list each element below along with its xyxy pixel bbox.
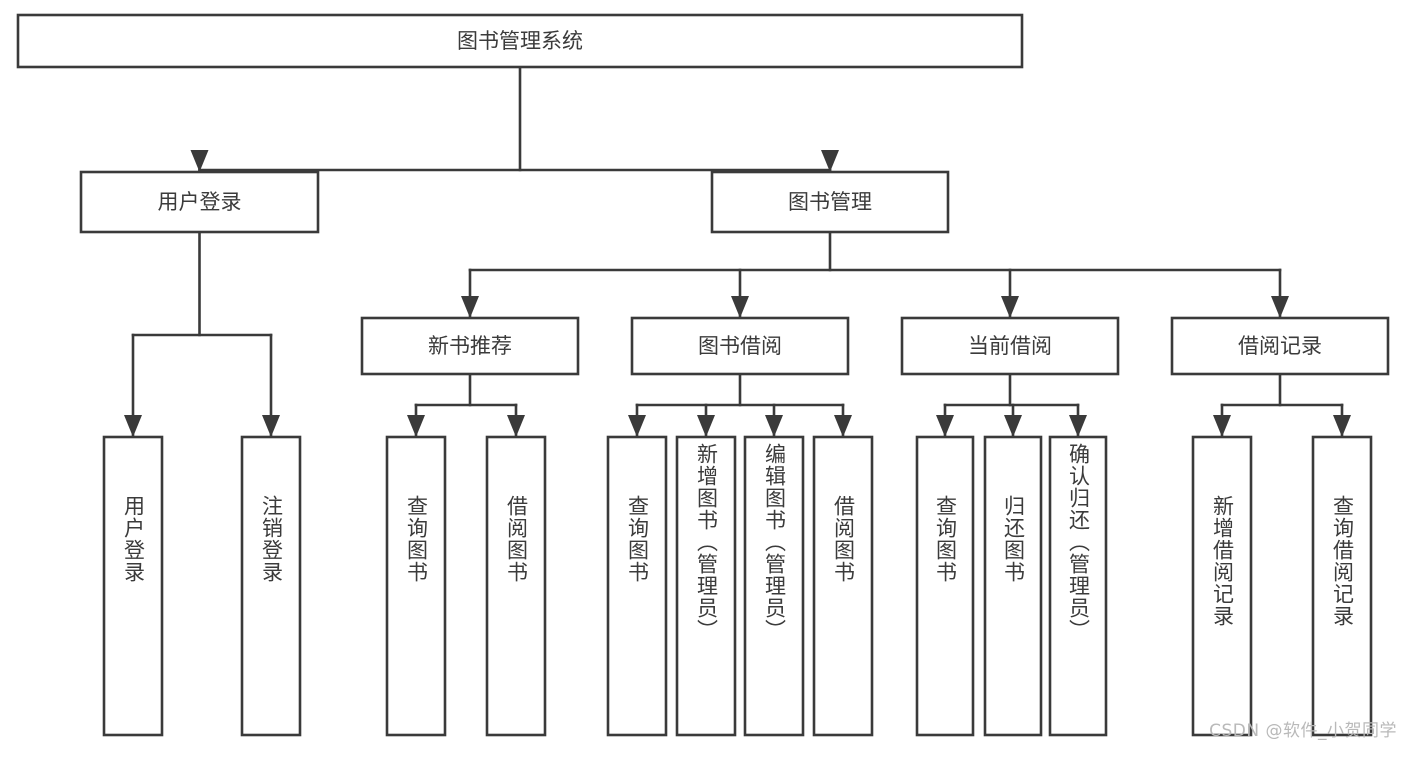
node-box-leaf-query-record [1311, 435, 1373, 737]
node-label-borrow-record: 借阅记录 [1238, 334, 1322, 358]
arrow-head-leaf-query-book-3 [936, 415, 954, 437]
arrow-head-leaf-logout [262, 415, 280, 437]
node-box-leaf-query-book-3 [915, 435, 975, 737]
node-box-leaf-user-login [102, 435, 164, 737]
arrow-head-user-login [190, 150, 209, 172]
arrow-head-current-borrow [1001, 296, 1019, 318]
arrow-head-borrow-record [1271, 296, 1289, 318]
node-label-new-book-rec: 新书推荐 [428, 334, 512, 358]
arrow-head-leaf-query-record [1333, 415, 1351, 437]
node-box-leaf-add-book [675, 435, 737, 737]
arrow-head-leaf-query-book-2 [628, 415, 646, 437]
node-box-leaf-query-book-1 [385, 435, 447, 737]
node-box-book-borrow [630, 316, 850, 376]
arrow-head-leaf-borrow-book-1 [507, 415, 525, 437]
node-box-leaf-borrow-book-1 [485, 435, 547, 737]
node-box-leaf-add-record [1191, 435, 1253, 737]
node-box-leaf-query-book-2 [606, 435, 668, 737]
arrow-head-new-book-rec [461, 296, 479, 318]
node-label-book-borrow: 图书借阅 [698, 334, 782, 358]
connectors-layer [124, 65, 1351, 439]
node-box-leaf-confirm-return [1048, 435, 1108, 737]
node-box-current-borrow [900, 316, 1120, 376]
node-box-leaf-borrow-book-2 [812, 435, 874, 737]
node-box-leaf-return-book [983, 435, 1043, 737]
arrow-head-leaf-user-login [124, 415, 142, 437]
arrow-head-leaf-add-book [697, 415, 715, 437]
arrow-head-leaf-query-book-1 [407, 415, 425, 437]
node-label-book-manage: 图书管理 [788, 190, 872, 214]
arrow-head-leaf-borrow-book-2 [834, 415, 852, 437]
node-box-new-book-rec [360, 316, 580, 376]
arrow-head-leaf-confirm-return [1069, 415, 1087, 437]
node-box-user-login [79, 170, 320, 234]
node-label-user-login: 用户登录 [158, 190, 242, 214]
node-box-book-manage [710, 170, 950, 234]
diagram-canvas: 图书管理系统用户登录图书管理新书推荐图书借阅当前借阅借阅记录 用户登录注销登录查… [16, 13, 1397, 741]
node-box-root [16, 13, 1024, 69]
node-label-root: 图书管理系统 [457, 29, 583, 53]
node-box-leaf-edit-book [743, 435, 805, 737]
arrow-head-book-borrow [731, 296, 749, 318]
arrow-head-leaf-add-record [1213, 415, 1231, 437]
node-box-borrow-record [1170, 316, 1390, 376]
boxes-layer [16, 13, 1390, 737]
arrow-head-leaf-return-book [1004, 415, 1022, 437]
watermark-text: CSDN @软件_小贺同学 [1209, 721, 1397, 741]
node-box-leaf-logout [240, 435, 302, 737]
arrow-head-leaf-edit-book [765, 415, 783, 437]
node-label-current-borrow: 当前借阅 [968, 334, 1052, 358]
arrow-head-book-manage [821, 150, 839, 172]
